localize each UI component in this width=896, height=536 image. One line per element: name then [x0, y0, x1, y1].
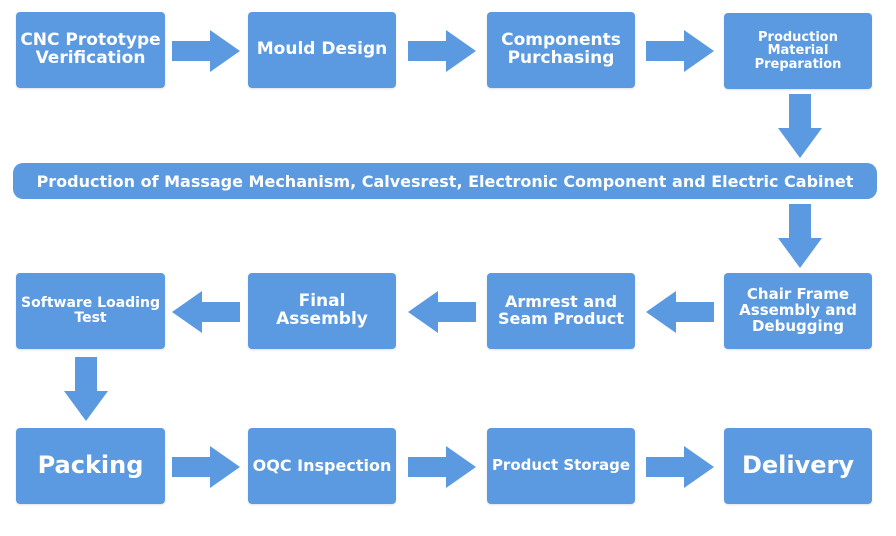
arrow-right-icon: [646, 30, 714, 72]
step-label: Chair Frame Assembly and Debugging: [739, 285, 857, 335]
arrow-down-icon: [778, 94, 822, 158]
arrow-right-icon: [646, 446, 714, 488]
step-label: Software Loading Test: [21, 295, 160, 326]
arrow-right-icon: [408, 30, 476, 72]
step-delivery: Delivery: [724, 428, 872, 504]
step-armrest-and-seam-product: Armrest and Seam Product: [487, 273, 635, 349]
step-final-assembly: Final Assembly: [248, 273, 396, 349]
step-software-loading-test: Software Loading Test: [16, 273, 165, 349]
step-label: OQC Inspection: [252, 455, 392, 475]
arrow-down-icon: [778, 204, 822, 268]
arrow-right-icon: [172, 30, 240, 72]
step-label: Delivery: [741, 451, 855, 480]
step-production-of-mechanisms: Production of Massage Mechanism, Calvesr…: [13, 163, 877, 199]
step-label: Armrest and Seam Product: [498, 292, 624, 328]
step-label: Mould Design: [256, 39, 388, 60]
step-production-material-preparation: Production Material Preparation: [724, 13, 872, 89]
step-label: CNC Prototype Verification: [20, 30, 161, 68]
arrow-right-icon: [408, 446, 476, 488]
step-label: Components Purchasing: [501, 30, 621, 68]
arrow-down-icon: [64, 357, 108, 421]
step-packing: Packing: [16, 428, 165, 504]
step-chair-frame-assembly: Chair Frame Assembly and Debugging: [724, 273, 872, 349]
arrow-left-icon: [408, 291, 476, 333]
step-label: Product Storage: [491, 456, 631, 475]
step-label: Production Material Preparation: [754, 29, 842, 72]
step-oqc-inspection: OQC Inspection: [248, 428, 396, 504]
step-product-storage: Product Storage: [487, 428, 635, 504]
step-label: Packing: [37, 451, 144, 480]
step-cnc-prototype-verification: CNC Prototype Verification: [16, 12, 165, 88]
arrow-right-icon: [172, 446, 240, 488]
step-label: Production of Massage Mechanism, Calvesr…: [36, 171, 854, 191]
step-components-purchasing: Components Purchasing: [487, 12, 635, 88]
step-mould-design: Mould Design: [248, 12, 396, 88]
step-label: Final Assembly: [276, 291, 368, 329]
arrow-left-icon: [172, 291, 240, 333]
arrow-left-icon: [646, 291, 714, 333]
